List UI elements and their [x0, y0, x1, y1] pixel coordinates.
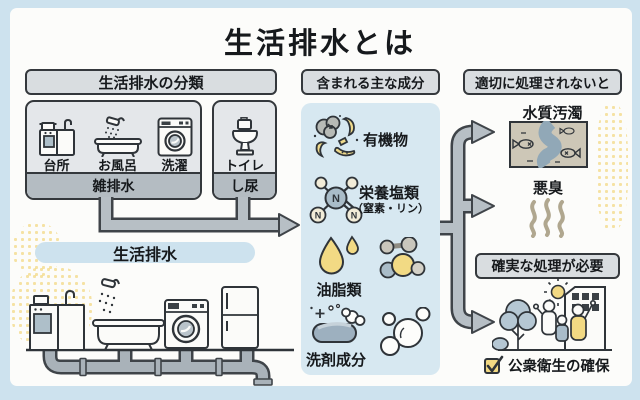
gray-water-items: 台所 お風呂	[27, 102, 200, 172]
kitchen-item: 台所	[35, 117, 79, 172]
household-plumbing-illustration	[26, 278, 294, 386]
nutrients-sublabel: （窒素・リン）	[352, 203, 429, 215]
oil-molecule-icon	[379, 237, 426, 279]
public-health-row: 公衆衛生の確保	[483, 354, 628, 376]
toilet-item: トイレ	[225, 117, 264, 172]
classification-header: 生活排水の分類	[25, 69, 277, 95]
kitchen-unit	[29, 289, 85, 351]
toilet-icon	[232, 117, 259, 156]
refrigerator-unit	[221, 286, 259, 351]
odor-label: 悪臭	[532, 180, 563, 197]
public-health-caption: 公衆衛生の確保	[508, 358, 610, 375]
checkbox-icon	[484, 355, 504, 374]
nutrients-label: 栄養塩類	[359, 185, 420, 202]
components-panel: 有機物 N N N 栄養塩類 （窒素・リン） 油脂類	[301, 103, 440, 375]
components-header: 含まれる主な成分	[301, 69, 440, 95]
bubbles-icon	[380, 307, 431, 356]
detergent-label: 洗剤成分	[305, 352, 366, 369]
bathtub-unit	[92, 278, 165, 351]
night-soil-items: トイレ	[214, 102, 275, 172]
community-icon	[492, 278, 612, 351]
atom-left: N	[315, 211, 322, 221]
page-title: 生活排水とは	[223, 28, 416, 60]
bath-icon	[93, 116, 142, 157]
shower-spray	[98, 292, 116, 314]
bath-label: お風呂	[97, 158, 137, 173]
merge-arrow	[98, 197, 300, 237]
laundry-label: 洗濯	[161, 158, 188, 173]
polluted-river-icon	[509, 121, 588, 168]
washing-machine-unit	[164, 299, 209, 349]
pollution-label: 水質汚濁	[522, 105, 583, 122]
dots-decoration	[596, 104, 628, 230]
oil-droplets-icon	[318, 235, 359, 275]
laundry-icon	[157, 117, 192, 157]
consequences-header: 適切に処理されないと	[463, 69, 622, 95]
organic-matter-label: 有機物	[363, 132, 409, 149]
kitchen-label: 台所	[43, 158, 70, 173]
oils-label: 油脂類	[316, 282, 362, 299]
gray-water-band: 雑排水	[27, 172, 200, 198]
atom-center: N	[332, 193, 340, 205]
soap-icon	[310, 303, 366, 343]
branch-arrows	[440, 120, 495, 334]
night-soil-band: し尿	[214, 172, 275, 198]
treatment-header: 確実な処理が必要	[475, 253, 620, 279]
laundry-item: 洗濯	[157, 117, 193, 172]
nutrient-molecule-icon: N N N	[309, 176, 363, 224]
gray-water-group: 台所 お風呂	[25, 100, 202, 200]
organic-matter-icon	[313, 115, 359, 158]
bath-item: お風呂	[92, 115, 144, 172]
odor-steam-icon	[529, 198, 565, 238]
kitchen-icon	[38, 118, 75, 156]
flow-label: 生活排水	[35, 242, 255, 264]
night-soil-group: トイレ し尿	[212, 100, 277, 200]
atom-right: N	[351, 211, 358, 221]
toilet-label: トイレ	[224, 158, 264, 173]
